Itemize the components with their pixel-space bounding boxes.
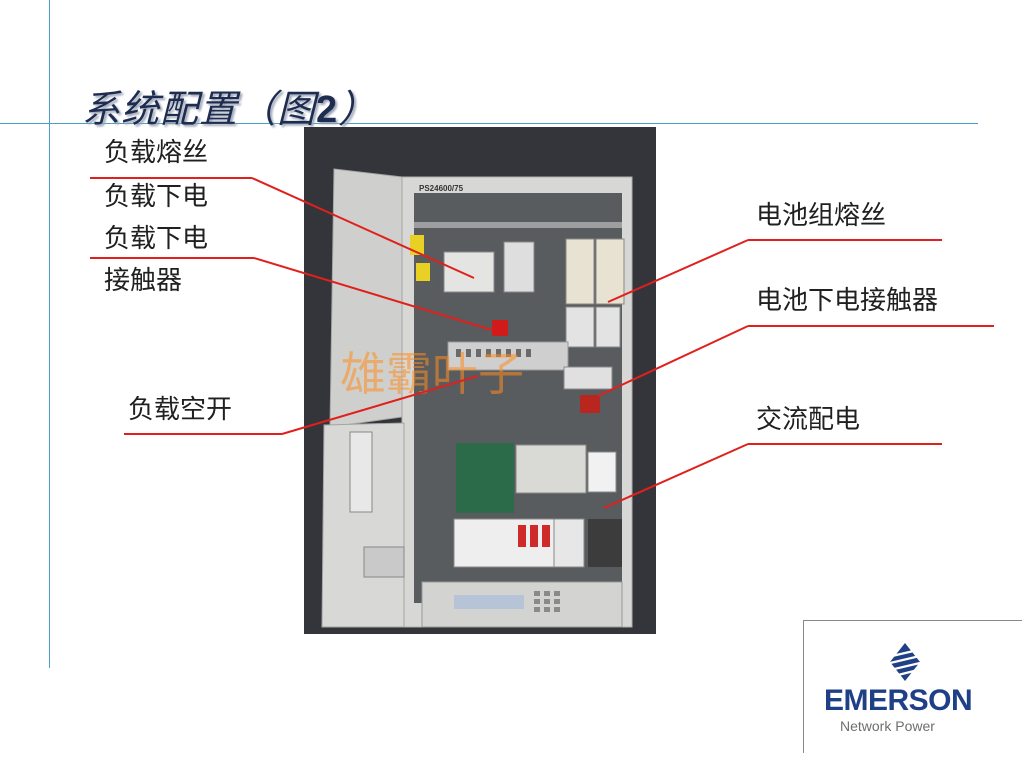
cabinet-illustration: PS24600/75 [321,168,633,628]
guide-vertical-line [49,0,50,668]
callout-load-contactor [253,257,493,331]
callout-load-breaker [281,375,479,435]
callout-battery-contactor [597,325,749,397]
equipment-photo: PS24600/75 [304,127,656,634]
label-load-breaker: 负载空开 [128,395,233,425]
slide-title: 系统配置（图2） [82,78,377,133]
label-ac-distribution: 交流配电 [756,405,861,435]
emerson-logo: EMERSON Network Power [803,620,1022,753]
logo-brand: EMERSON [824,684,973,717]
guide-horizontal-line [0,123,978,124]
callout-ac-distribution [603,443,749,509]
label-battery-fuse: 电池组熔丝 [756,201,887,231]
title-text: 系统配置（图 [82,87,317,131]
logo-subtitle: Network Power [840,718,935,734]
title-close: ） [338,87,378,131]
label-load-power-down-2: 负载下电 [104,224,209,254]
title-number: 2 [316,89,339,131]
panel-model-text: PS24600/75 [419,184,464,193]
label-load-power-down: 负载下电 [104,182,209,212]
label-battery-contactor: 电池下电接触器 [756,286,939,316]
callout-battery-fuse [607,239,749,303]
label-load-fuse: 负载熔丝 [104,138,209,168]
label-contactor: 接触器 [104,266,183,296]
emerson-diamond-icon [890,643,920,681]
callout-load-fuse [251,177,475,279]
watermark-text: 雄霸叶子 [340,347,524,401]
